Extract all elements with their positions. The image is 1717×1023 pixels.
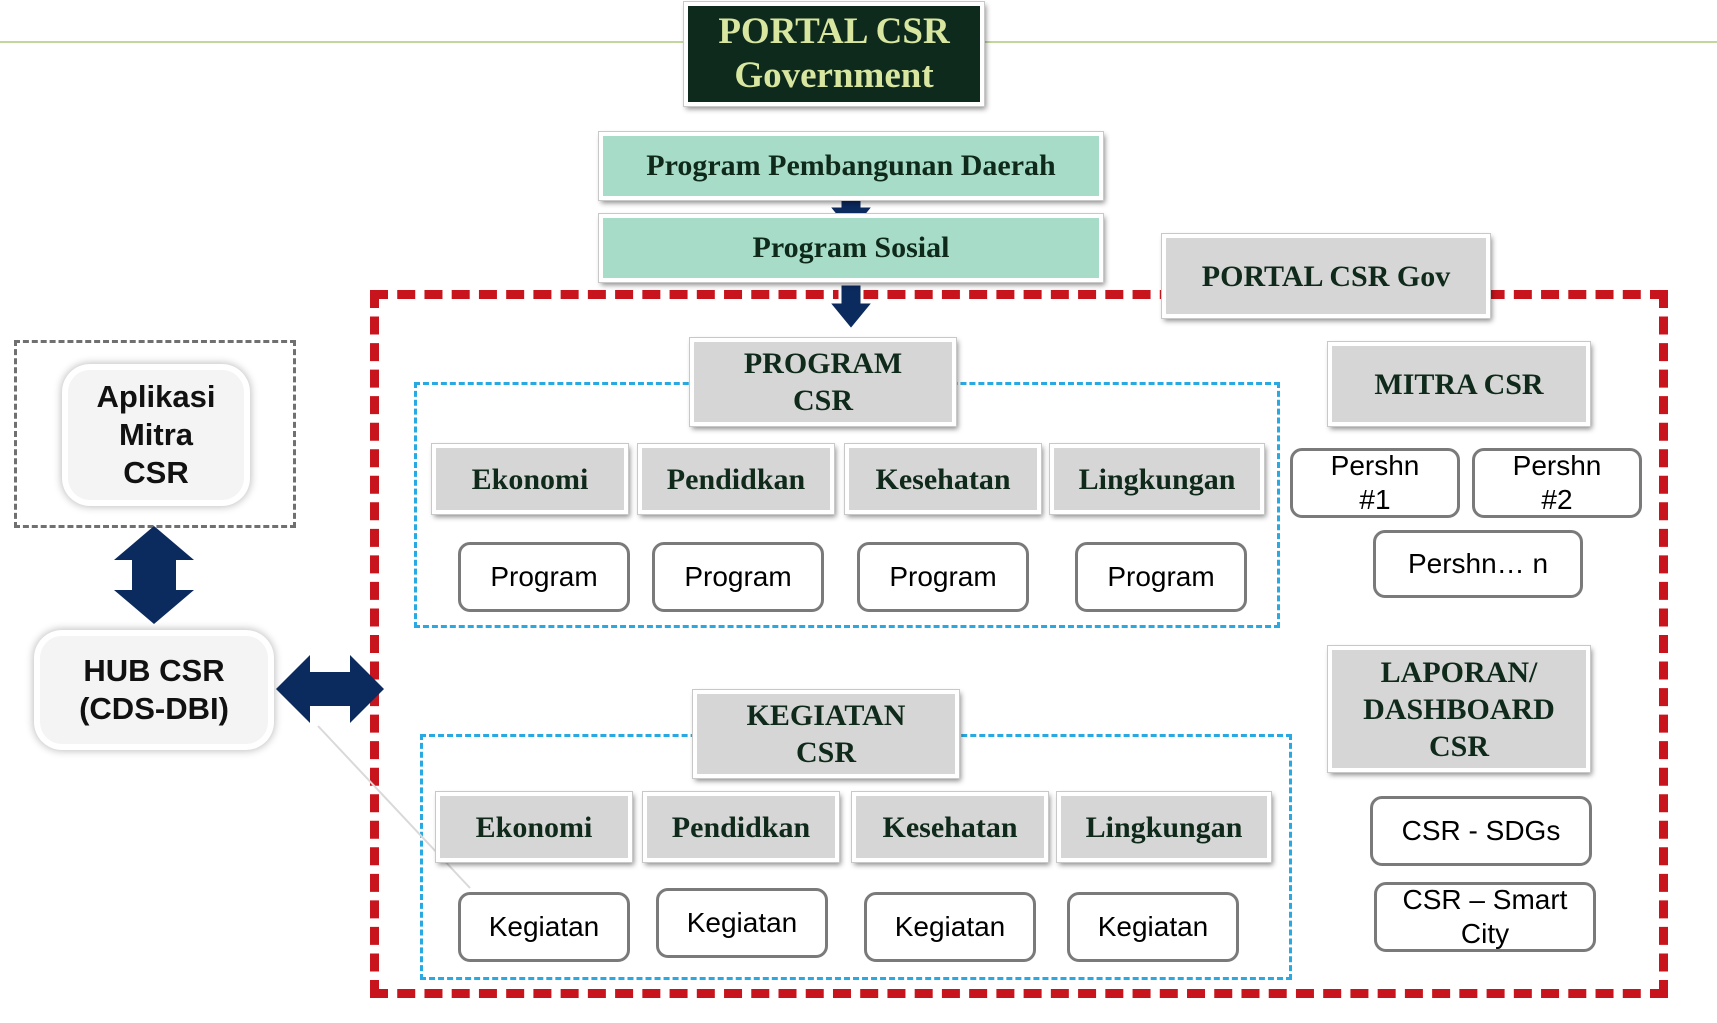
program-item-lingkungan: Program xyxy=(1075,542,1247,612)
vertical-double-arrow xyxy=(114,526,194,624)
portal-title-line-2: Government xyxy=(734,55,934,96)
mitra-csr-header: MITRA CSR xyxy=(1327,341,1591,427)
program-item-kesehatan: Program xyxy=(857,542,1029,612)
program-csr-header-line-1: PROGRAM xyxy=(743,347,903,380)
laporan-line-3: CSR xyxy=(1428,729,1489,763)
kegiatan-category-lingkungan: Lingkungan xyxy=(1056,791,1272,863)
mitra-item-n: Pershn… n xyxy=(1373,530,1583,598)
down-arrow-2 xyxy=(824,282,878,333)
laporan-item-smart-city-line-1: CSR – Smart xyxy=(1402,884,1568,915)
kegiatan-item-pendidkan: Kegiatan xyxy=(656,888,828,958)
portal-title-box: PORTAL CSR Government xyxy=(683,1,985,107)
hub-line-2: (CDS-DBI) xyxy=(79,691,229,726)
laporan-item-smart-city: CSR – Smart City xyxy=(1374,882,1596,952)
aplikasi-line-2: Mitra xyxy=(118,417,194,452)
aplikasi-line-1: Aplikasi xyxy=(96,379,216,414)
mitra-item-1-line-2: #1 xyxy=(1359,484,1391,515)
laporan-line-1: LAPORAN/ xyxy=(1380,655,1538,689)
program-category-pendidkan: Pendidkan xyxy=(637,443,835,515)
portal-csr-gov-box: PORTAL CSR Gov xyxy=(1161,233,1491,319)
aplikasi-line-3: CSR xyxy=(123,455,189,490)
program-csr-header-line-2: CSR xyxy=(792,384,853,417)
program-item-ekonomi: Program xyxy=(458,542,630,612)
kegiatan-item-kesehatan: Kegiatan xyxy=(864,892,1036,962)
kegiatan-csr-header-line-2: CSR xyxy=(795,736,856,769)
mitra-item-2: Pershn #2 xyxy=(1472,448,1642,518)
kegiatan-category-ekonomi: Ekonomi xyxy=(435,791,633,863)
program-category-ekonomi: Ekonomi xyxy=(431,443,629,515)
hub-line-1: HUB CSR xyxy=(83,653,225,688)
laporan-item-sdgs: CSR - SDGs xyxy=(1370,796,1592,866)
kegiatan-item-ekonomi: Kegiatan xyxy=(458,892,630,962)
portal-title-line-1: PORTAL CSR xyxy=(718,11,950,52)
program-sosial-box: Program Sosial xyxy=(598,213,1104,283)
mitra-item-1: Pershn #1 xyxy=(1290,448,1460,518)
portal-csr-gov-region xyxy=(370,290,1668,998)
horizontal-double-arrow xyxy=(276,655,384,723)
program-csr-header: PROGRAM CSR xyxy=(689,337,957,427)
program-item-pendidkan: Program xyxy=(652,542,824,612)
laporan-item-smart-city-line-2: City xyxy=(1460,918,1510,949)
laporan-line-2: DASHBOARD xyxy=(1363,692,1555,726)
kegiatan-item-lingkungan: Kegiatan xyxy=(1067,892,1239,962)
mitra-item-2-line-2: #2 xyxy=(1541,484,1573,515)
aplikasi-mitra-region xyxy=(14,340,296,528)
kegiatan-category-kesehatan: Kesehatan xyxy=(851,791,1049,863)
hub-csr-box: HUB CSR (CDS-DBI) xyxy=(40,636,268,744)
kegiatan-csr-header-line-1: KEGIATAN xyxy=(746,699,906,732)
program-category-kesehatan: Kesehatan xyxy=(844,443,1042,515)
kegiatan-csr-header: KEGIATAN CSR xyxy=(692,689,960,779)
kegiatan-category-pendidkan: Pendidkan xyxy=(642,791,840,863)
laporan-dashboard-header: LAPORAN/ DASHBOARD CSR xyxy=(1327,645,1591,773)
mitra-item-1-line-1: Pershn xyxy=(1330,450,1420,481)
program-pembangunan-daerah-box: Program Pembangunan Daerah xyxy=(598,131,1104,201)
program-category-lingkungan: Lingkungan xyxy=(1049,443,1265,515)
mitra-item-2-line-1: Pershn xyxy=(1512,450,1602,481)
aplikasi-mitra-csr-box: Aplikasi Mitra CSR xyxy=(68,370,244,500)
